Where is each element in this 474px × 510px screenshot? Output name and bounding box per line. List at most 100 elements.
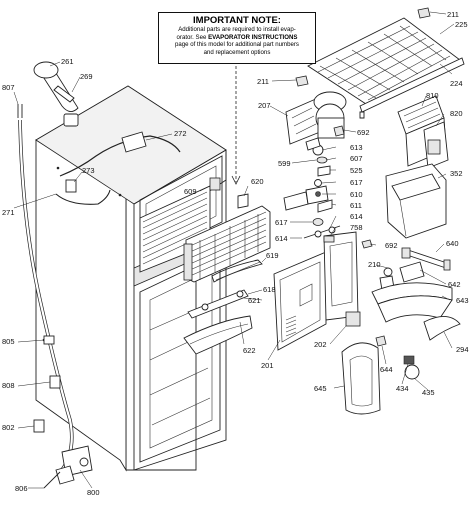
callout-201: 201 [261, 361, 274, 370]
callout-808: 808 [2, 381, 15, 390]
callout-807: 807 [2, 83, 15, 92]
lamp-holder-642 [399, 261, 425, 283]
callout-273: 273 [82, 166, 95, 175]
clip-808 [49, 375, 61, 389]
callout-614-lower: 614 [275, 234, 288, 243]
ice-bucket-352 [385, 163, 447, 239]
fitting-758 [323, 235, 335, 243]
note-line-1: Additional parts are required to install… [178, 26, 296, 33]
callout-599: 599 [278, 159, 291, 168]
callout-434: 434 [396, 384, 409, 393]
callout-609: 609 [184, 187, 197, 196]
callout-261: 261 [61, 57, 74, 66]
callout-614: 614 [350, 212, 363, 221]
callout-621: 621 [248, 296, 261, 305]
callout-619: 619 [266, 251, 279, 260]
fan-assembly-207 [285, 91, 347, 145]
evaporator-instructions-link: EVAPORATOR INSTRUCTIONS [208, 33, 298, 41]
bulb-socket-434 [403, 355, 415, 365]
duct-panel-202 [323, 231, 361, 327]
evaporator-coil [139, 185, 271, 283]
light-housing-643 [371, 282, 453, 323]
evaporator-cover-201 [273, 251, 327, 351]
callout-611: 611 [350, 201, 362, 210]
callout-607: 607 [350, 154, 363, 163]
screw-692-mid [361, 239, 373, 249]
callout-645: 645 [314, 384, 327, 393]
callout-640: 640 [446, 239, 459, 248]
water-tube-261 [33, 61, 79, 112]
defrost-heater [211, 259, 263, 283]
callout-617: 617 [350, 178, 363, 187]
callout-617-lower: 617 [275, 218, 288, 227]
note-line-3: page of this model for additional part n… [175, 41, 299, 49]
callout-225: 225 [455, 20, 468, 29]
callout-435: 435 [422, 388, 435, 397]
shelf-support-621 [187, 289, 249, 319]
tube-clip-273 [55, 179, 111, 205]
callout-210: 210 [368, 260, 381, 269]
note-line-2-prefix: orator. See [176, 33, 209, 41]
screw-692-top [333, 125, 345, 137]
fill-tube-269 [63, 113, 79, 127]
control-sensor-609 [199, 177, 221, 192]
connector-607 [316, 156, 328, 164]
note-title: IMPORTANT NOTE: [193, 15, 281, 26]
callout-224: 224 [450, 79, 463, 88]
callout-805: 805 [2, 337, 15, 346]
screw-644 [375, 335, 387, 347]
wire-shelf-225 [307, 17, 461, 105]
callout-692: 692 [357, 128, 370, 137]
damper-assembly-610 [283, 185, 329, 211]
callout-643: 643 [456, 296, 469, 305]
note-arrow [231, 175, 241, 185]
clip-525 [317, 165, 331, 177]
callout-269: 269 [80, 72, 93, 81]
callout-692-lower: 692 [385, 241, 398, 250]
clip-805 [43, 335, 55, 345]
callout-610: 610 [350, 190, 363, 199]
callout-labels: 211 225 224 211 207 810 820 692 613 599 … [2, 10, 469, 497]
callout-207: 207 [258, 101, 271, 110]
light-shield-622 [183, 315, 253, 355]
note-line-2: orator. See EVAPORATOR INSTRUCTIONS [159, 34, 315, 42]
icemaker-module-820 [423, 121, 449, 169]
callout-352: 352 [450, 169, 463, 178]
callout-806: 806 [15, 484, 28, 493]
lamp-socket-210 [379, 267, 395, 291]
callout-271: 271 [2, 208, 15, 217]
callout-620: 620 [251, 177, 264, 186]
callout-622: 622 [243, 346, 256, 355]
wire-harness-640 [401, 247, 451, 271]
tube-clamp-272 [59, 131, 181, 177]
callout-810: 810 [426, 91, 439, 100]
light-bulb-435 [404, 364, 420, 380]
callout-644: 644 [380, 365, 393, 374]
tubing-614 [303, 225, 341, 239]
callout-202: 202 [314, 340, 327, 349]
callout-525: 525 [350, 166, 363, 175]
tube-806 [43, 471, 61, 489]
thermistor-620 [237, 185, 249, 209]
grommet-617-top [314, 179, 322, 187]
callout-800: 800 [87, 488, 100, 497]
callout-802: 802 [2, 423, 15, 432]
bracket-802 [33, 419, 45, 433]
note-line-4: and replacement options [203, 48, 271, 56]
air-duct-645 [341, 342, 381, 415]
clip-211-top [417, 7, 431, 19]
water-valve-800 [55, 445, 93, 485]
callout-294: 294 [456, 345, 469, 354]
callout-642: 642 [448, 280, 461, 289]
grommet-617-low [312, 218, 324, 226]
callout-618: 618 [263, 285, 276, 294]
shelf-rail-224 [359, 57, 465, 119]
clip-211-mid [295, 75, 309, 87]
callout-758: 758 [350, 223, 363, 232]
callout-211: 211 [447, 10, 459, 19]
leader-lines [13, 11, 455, 489]
callout-211-lower: 211 [257, 77, 269, 86]
callout-613: 613 [350, 143, 363, 152]
switch-613 [305, 137, 324, 156]
